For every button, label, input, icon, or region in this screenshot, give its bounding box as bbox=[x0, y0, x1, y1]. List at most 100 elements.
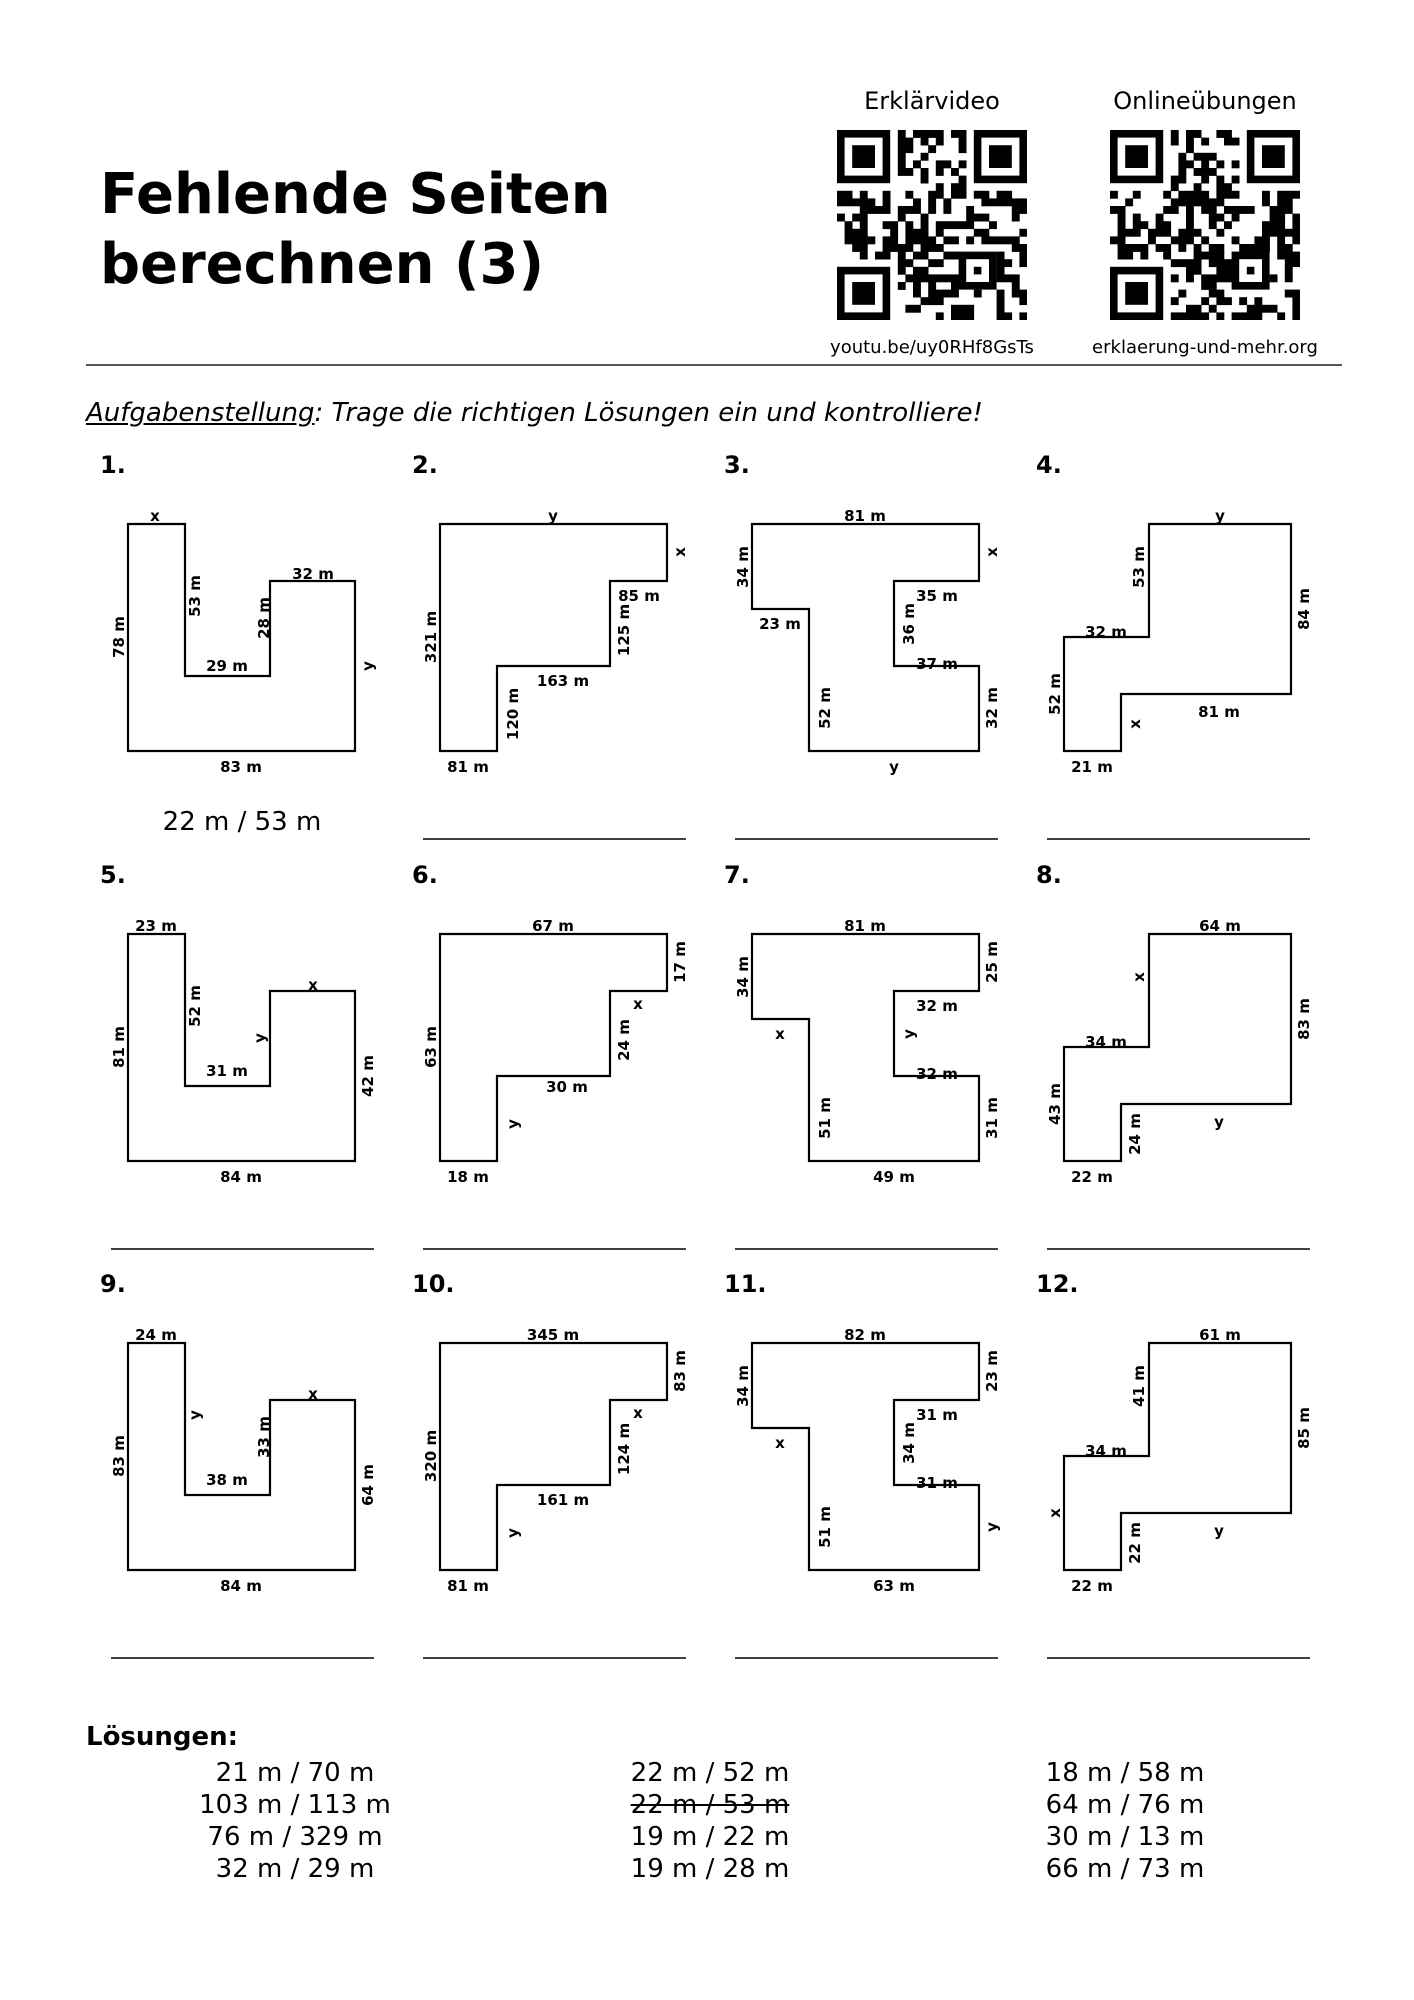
figure-number-10: 10. bbox=[412, 1270, 455, 1298]
figure-11-label: y bbox=[983, 1522, 1001, 1532]
figure-3-outline bbox=[750, 522, 981, 753]
figure-10-label: x bbox=[633, 1404, 643, 1422]
figure-2-label: 85 m bbox=[618, 587, 660, 605]
qr-url-exercises[interactable]: erklaerung-und-mehr.org bbox=[1092, 337, 1318, 358]
task-label: Aufgabenstellung bbox=[86, 398, 315, 428]
solution-item: 66 m / 73 m bbox=[1045, 1854, 1205, 1884]
figure-2-label: 120 m bbox=[504, 688, 522, 740]
figure-9-label: 38 m bbox=[206, 1471, 248, 1489]
figure-9-label: 84 m bbox=[220, 1577, 262, 1595]
figure-9-label: 83 m bbox=[110, 1435, 128, 1477]
header-divider bbox=[86, 364, 1342, 366]
figure-10-label: 81 m bbox=[447, 1577, 489, 1595]
figure-3-label: x bbox=[983, 547, 1001, 557]
solution-item: 21 m / 70 m bbox=[215, 1758, 375, 1788]
qr-url-video[interactable]: youtu.be/uy0RHf8GsTs bbox=[830, 337, 1034, 358]
title-line-2: berechnen (3) bbox=[100, 232, 545, 297]
figure-5-outline bbox=[126, 932, 357, 1163]
figure-6-label: 63 m bbox=[422, 1026, 440, 1068]
figure-7-label: x bbox=[775, 1025, 785, 1043]
figure-1-label: y bbox=[359, 661, 377, 671]
figure-11-outline bbox=[750, 1341, 981, 1572]
figure-8-label: 34 m bbox=[1085, 1033, 1127, 1051]
figure-9-label: x bbox=[308, 1385, 318, 1403]
figure-1-label: 32 m bbox=[292, 565, 334, 583]
figure-1-label: 28 m bbox=[255, 597, 273, 639]
figure-3-label: 32 m bbox=[983, 687, 1001, 729]
figure-number-6: 6. bbox=[412, 861, 438, 889]
figure-7-label: 49 m bbox=[873, 1168, 915, 1186]
figure-8-label: 43 m bbox=[1046, 1083, 1064, 1125]
figure-4-label: 53 m bbox=[1130, 546, 1148, 588]
figure-4-label: 52 m bbox=[1046, 673, 1064, 715]
figure-11-label: 82 m bbox=[844, 1326, 886, 1344]
figure-6-outline bbox=[438, 932, 669, 1163]
figure-2-label: 321 m bbox=[422, 611, 440, 663]
figure-10-label: y bbox=[504, 1528, 522, 1538]
figure-9-label: 24 m bbox=[135, 1326, 177, 1344]
solution-item: 76 m / 329 m bbox=[207, 1822, 383, 1852]
figure-12-label: 22 m bbox=[1126, 1522, 1144, 1564]
figure-number-5: 5. bbox=[100, 861, 126, 889]
figure-7-label: 32 m bbox=[916, 997, 958, 1015]
solution-item: 22 m / 52 m bbox=[630, 1758, 790, 1788]
figure-2-label: 81 m bbox=[447, 758, 489, 776]
figure-6-label: 30 m bbox=[546, 1078, 588, 1096]
figure-1-outline bbox=[126, 522, 357, 753]
figure-4-label: 84 m bbox=[1295, 588, 1313, 630]
figure-7-outline bbox=[750, 932, 981, 1163]
figure-2-label: 125 m bbox=[615, 604, 633, 656]
figure-10-outline bbox=[438, 1341, 669, 1572]
qr-code-exercises[interactable] bbox=[1110, 130, 1300, 320]
figure-9-label: y bbox=[186, 1410, 204, 1420]
figure-7-label: 51 m bbox=[816, 1097, 834, 1139]
figure-6-label: 18 m bbox=[447, 1168, 489, 1186]
figure-7-label: 34 m bbox=[734, 956, 752, 998]
figure-12-label: 22 m bbox=[1071, 1577, 1113, 1595]
figure-2-outline bbox=[438, 522, 669, 753]
figure-12-label: y bbox=[1214, 1522, 1224, 1540]
figure-4-label: y bbox=[1215, 507, 1225, 525]
figure-11-label: 63 m bbox=[873, 1577, 915, 1595]
figure-12-label: 61 m bbox=[1199, 1326, 1241, 1344]
figure-3-label: 81 m bbox=[844, 507, 886, 525]
figure-3-label: 34 m bbox=[734, 546, 752, 588]
figure-4-label: 32 m bbox=[1085, 623, 1127, 641]
figure-10-label: 320 m bbox=[422, 1430, 440, 1482]
qr-caption-video: Erklärvideo bbox=[864, 87, 1000, 115]
figure-7-label: y bbox=[900, 1029, 918, 1039]
figure-9-label: 64 m bbox=[359, 1464, 377, 1506]
figure-7-label: 25 m bbox=[983, 941, 1001, 983]
figure-number-11: 11. bbox=[724, 1270, 767, 1298]
figure-2-label: y bbox=[548, 507, 558, 525]
figure-3-label: 37 m bbox=[916, 655, 958, 673]
figure-9-outline bbox=[126, 1341, 357, 1572]
figure-8-label: 83 m bbox=[1295, 998, 1313, 1040]
figure-5-label: 23 m bbox=[135, 917, 177, 935]
figure-number-3: 3. bbox=[724, 451, 750, 479]
figure-6-label: 17 m bbox=[671, 941, 689, 983]
figure-4-outline bbox=[1062, 522, 1293, 753]
figure-5-label: y bbox=[251, 1033, 269, 1043]
figure-7-label: 32 m bbox=[916, 1065, 958, 1083]
solution-item: 19 m / 28 m bbox=[630, 1854, 790, 1884]
figure-3-label: 35 m bbox=[916, 587, 958, 605]
figure-9-label: 33 m bbox=[255, 1416, 273, 1458]
figure-6-label: y bbox=[504, 1119, 522, 1129]
qr-code-video[interactable] bbox=[837, 130, 1027, 320]
title-line-1: Fehlende Seiten bbox=[100, 162, 611, 227]
figure-11-label: 23 m bbox=[983, 1350, 1001, 1392]
figure-10-label: 83 m bbox=[671, 1350, 689, 1392]
solution-item: 30 m / 13 m bbox=[1045, 1822, 1205, 1852]
figure-number-8: 8. bbox=[1036, 861, 1062, 889]
solution-item: 18 m / 58 m bbox=[1045, 1758, 1205, 1788]
figure-8-label: 64 m bbox=[1199, 917, 1241, 935]
figure-12-outline bbox=[1062, 1341, 1293, 1572]
example-answer: 22 m / 53 m bbox=[163, 807, 322, 837]
figure-3-label: 23 m bbox=[759, 615, 801, 633]
figure-5-label: x bbox=[308, 976, 318, 994]
figure-7-label: 81 m bbox=[844, 917, 886, 935]
figure-11-label: x bbox=[775, 1434, 785, 1452]
qr-block-exercises: Onlineübungen erklaerung-und-mehr.org bbox=[1080, 86, 1330, 360]
